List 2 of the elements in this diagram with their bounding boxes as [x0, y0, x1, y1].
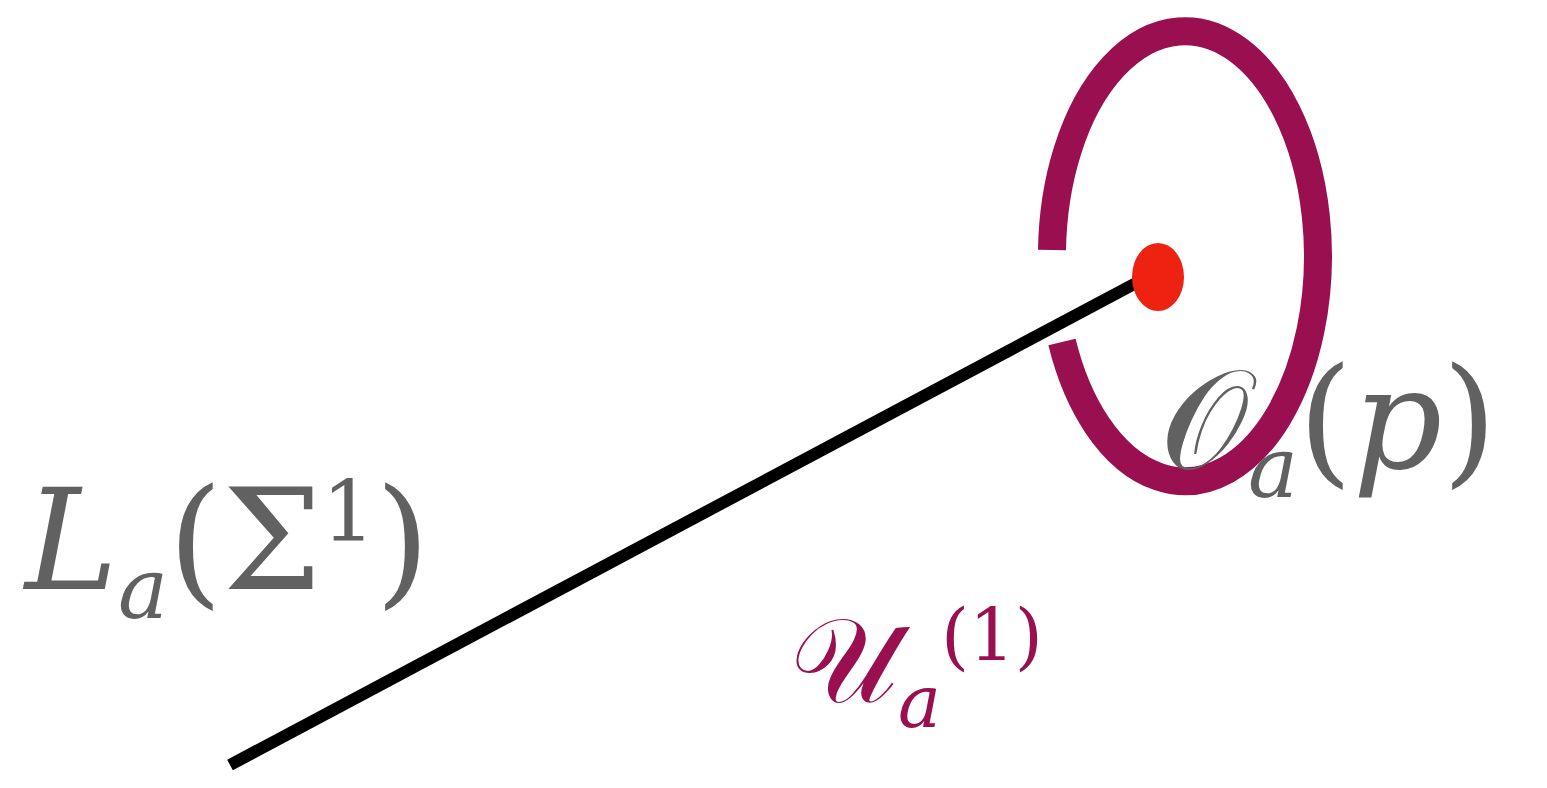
math-label: L$_{a}$(Σ$^{1}$): [25, 470, 430, 631]
math-label: 𝒪$_{a}$(p): [1160, 350, 1497, 510]
